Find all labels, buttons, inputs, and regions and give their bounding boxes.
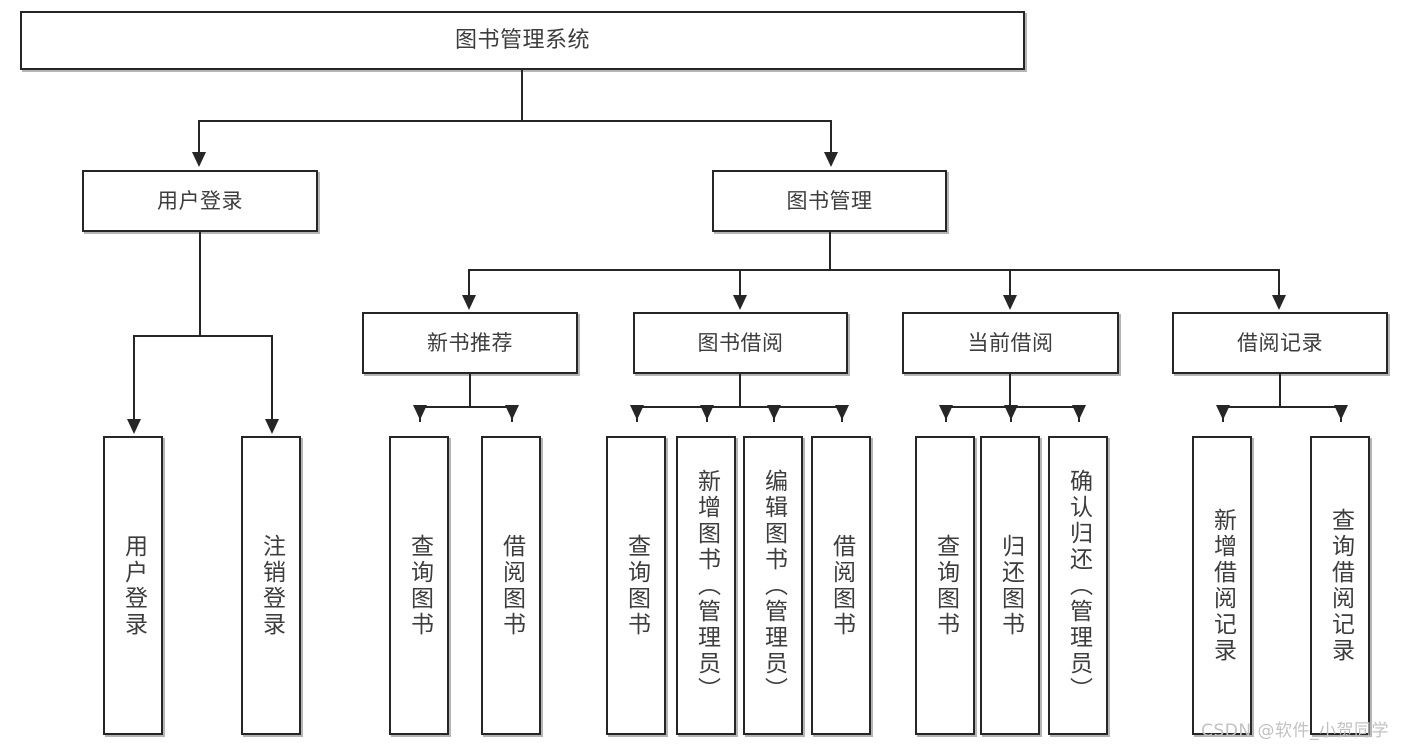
edge-root-bus [198,120,832,122]
edge-root-to-book-manage [830,120,832,153]
arrow-to-leaf-edit-book [767,405,781,420]
node-label: 当前借阅 [967,330,1054,355]
node-root-library-system[interactable]: 图书管理系统 [20,11,1025,70]
edge-new-book-bus [419,406,513,408]
node-label: 查询图书 [406,533,433,638]
node-label: 注销登录 [258,533,285,638]
arrow-to-leaf-user-login [127,419,141,434]
edge-new-book-trunk [469,374,471,407]
arrow-to-current-borrow [1003,295,1017,310]
node-label: 图书管理系统 [454,27,590,53]
arrow-to-leaf-query-book-2 [630,405,644,420]
edge-borrow-record-bus [1222,406,1342,408]
edge-user-login-bus [133,335,273,337]
edge-borrow-record-trunk [1279,374,1281,407]
node-label: 新增借阅记录 [1209,507,1236,664]
node-book-management[interactable]: 图书管理 [712,170,947,232]
leaf-edit-book-admin[interactable]: 编辑图书（管理员） [743,436,803,735]
edge-book-manage-bus [468,269,1280,271]
leaf-query-book-current[interactable]: 查询图书 [915,436,975,735]
arrow-to-leaf-confirm-return [1072,405,1086,420]
edge-current-borrow-trunk [1009,374,1011,407]
leaf-return-book[interactable]: 归还图书 [980,436,1040,735]
node-label: 归还图书 [997,533,1024,638]
edge-book-borrow-bus [636,406,843,408]
node-book-borrow[interactable]: 图书借阅 [633,312,848,374]
edge-user-login-to-logout [271,335,273,420]
leaf-confirm-return-admin[interactable]: 确认归还（管理员） [1048,436,1108,735]
arrow-to-borrow-record [1272,295,1286,310]
edge-user-login-trunk [199,232,201,336]
node-borrow-record[interactable]: 借阅记录 [1172,312,1388,374]
arrow-to-leaf-add-book [700,405,714,420]
node-label: 用户登录 [120,533,147,638]
csdn-watermark: CSDN @软件_小贺同学 [1201,721,1389,741]
leaf-user-login[interactable]: 用户登录 [103,436,163,735]
leaf-add-book-admin[interactable]: 新增图书（管理员） [676,436,736,735]
leaf-query-book-new[interactable]: 查询图书 [389,436,449,735]
leaf-query-book-borrow[interactable]: 查询图书 [606,436,666,735]
node-label: 新书推荐 [427,330,513,355]
edge-book-borrow-trunk [739,374,741,407]
arrow-to-user-login [192,152,206,167]
node-current-borrow[interactable]: 当前借阅 [902,312,1119,374]
arrow-to-leaf-borrow-book-1 [505,405,519,420]
leaf-query-borrow-record[interactable]: 查询借阅记录 [1310,436,1370,735]
arrow-to-new-book [462,295,476,310]
arrow-to-leaf-query-book-3 [939,405,953,420]
arrow-to-leaf-query-record [1334,405,1348,420]
leaf-logout[interactable]: 注销登录 [241,436,301,735]
node-new-book-recommend[interactable]: 新书推荐 [362,312,578,374]
node-label: 新增图书（管理员） [693,468,720,703]
edge-to-new-book [468,269,470,296]
leaf-borrow-book-borrow[interactable]: 借阅图书 [811,436,871,735]
edge-root-trunk [521,70,523,121]
arrow-to-leaf-borrow-book-2 [835,405,849,420]
leaf-borrow-book-new[interactable]: 借阅图书 [481,436,541,735]
arrow-to-book-borrow [733,295,747,310]
node-label: 图书借阅 [697,330,784,355]
edge-root-to-user-login [198,120,200,153]
node-label: 确认归还（管理员） [1065,468,1092,703]
node-user-login[interactable]: 用户登录 [82,170,318,232]
node-label: 借阅图书 [828,533,855,638]
node-label: 借阅图书 [498,533,525,638]
node-label: 编辑图书（管理员） [760,468,787,703]
node-label: 查询借阅记录 [1327,507,1354,664]
arrow-to-book-manage [824,152,838,167]
arrow-to-leaf-return-book [1004,405,1018,420]
edge-to-current-borrow [1009,269,1011,296]
edge-book-manage-trunk [829,232,831,270]
node-label: 查询图书 [932,533,959,638]
leaf-add-borrow-record[interactable]: 新增借阅记录 [1192,436,1252,735]
node-label: 借阅记录 [1237,330,1323,355]
arrow-to-leaf-query-book-1 [413,405,427,420]
edge-to-borrow-record [1278,269,1280,296]
node-label: 图书管理 [786,188,873,213]
edge-user-login-to-login [133,335,135,420]
node-label: 查询图书 [623,533,650,638]
arrow-to-leaf-add-record [1216,405,1230,420]
arrow-to-leaf-logout [265,419,279,434]
edge-to-book-borrow [739,269,741,296]
node-label: 用户登录 [157,188,243,213]
